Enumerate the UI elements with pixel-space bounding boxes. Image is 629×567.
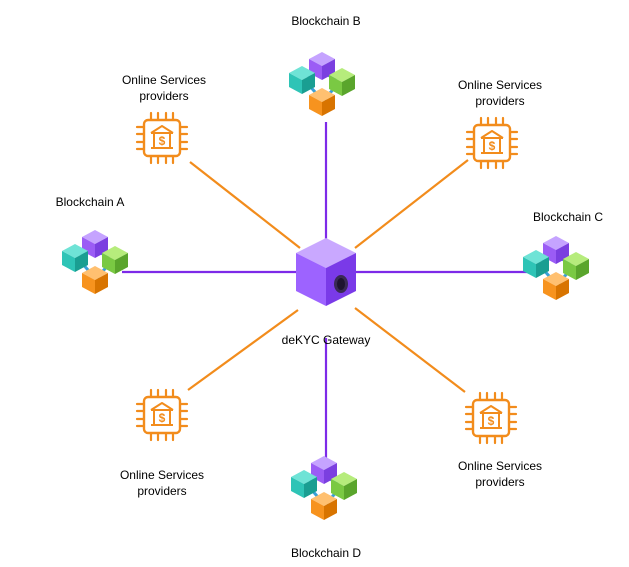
link-provider-bottom-left [187,309,299,391]
provider-label-line1: Online Services [457,459,543,473]
link-provider-bottom-right [354,307,466,393]
blockchain-d-icon [291,456,357,520]
blockchain-c-icon [523,236,589,300]
bank-chip-icon [135,111,189,165]
provider-label-top-right: Online Services providers [430,77,570,109]
blockchain-b-icon [289,52,355,116]
blockchain-b-label: Blockchain B [291,14,361,28]
provider-label-bottom-right: Online Services providers [430,458,570,490]
link-provider-top-left [189,161,301,249]
bank-chip-icon [464,391,518,445]
gateway-label: deKYC Gateway [281,333,371,347]
provider-label-line2: providers [475,94,525,108]
gateway-cube-icon [296,238,356,306]
provider-label-line1: Online Services [121,73,207,87]
bank-chip-icon [135,388,189,442]
blockchain-d-label: Blockchain D [290,546,362,560]
blockchain-c-label: Blockchain C [532,210,604,224]
provider-label-top-left: Online Services providers [94,72,234,104]
provider-label-line1: Online Services [119,468,205,482]
blockchain-links [122,122,528,460]
blockchain-a-label: Blockchain A [55,195,125,209]
blockchain-a-icon [62,230,128,294]
provider-label-line2: providers [475,475,525,489]
link-provider-top-right [354,159,469,249]
provider-label-line1: Online Services [457,78,543,92]
provider-label-line2: providers [137,484,187,498]
provider-label-line2: providers [139,89,189,103]
provider-label-bottom-left: Online Services providers [92,467,232,499]
provider-links [187,159,469,393]
bank-chip-icon [465,116,519,170]
